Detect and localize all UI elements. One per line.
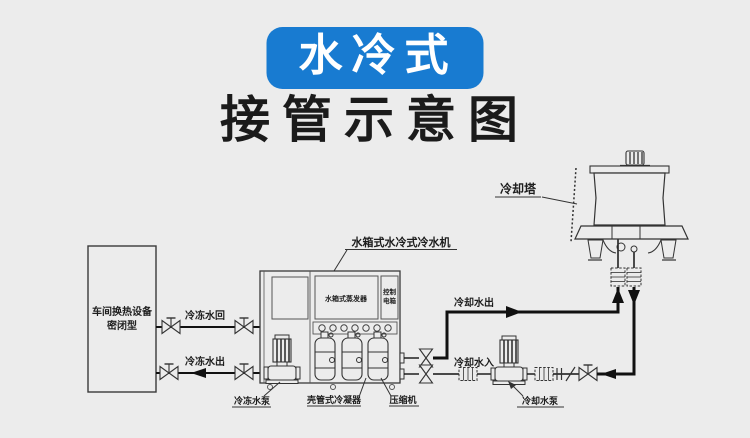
flex-connector-icon	[458, 367, 478, 381]
caster-icon	[330, 384, 336, 390]
tower-ladder	[570, 167, 577, 243]
terminal-icon	[384, 324, 392, 332]
chilled-water-piping: 冷冻水回 冷冻水出	[156, 309, 260, 381]
compressor-cylinder	[367, 331, 389, 381]
workshop-box-label-line2: 密闭型	[107, 319, 137, 332]
caster-icon	[389, 384, 395, 390]
terminal-icon	[373, 324, 381, 332]
caster-icon	[267, 384, 273, 390]
cooling-tower-label: 冷却塔	[500, 181, 537, 196]
tower-leg	[587, 239, 604, 259]
terminal-icon	[329, 324, 337, 332]
leader-line	[263, 381, 281, 397]
page-title: 接管示意图	[220, 91, 530, 149]
flow-arrow-right-icon	[506, 306, 522, 318]
tower-leg	[660, 239, 677, 259]
title-badge: 水冷式	[266, 27, 484, 90]
valve-icon	[418, 348, 434, 368]
tower-outlet-port	[630, 245, 638, 253]
evaporator-box	[314, 275, 379, 320]
workshop-equipment-box: 车间换热设备 密闭型	[87, 245, 157, 393]
chiller-unit: 水箱式蒸发器 控制 电箱 水箱式水冷式冷水机	[232, 235, 457, 408]
tower-drain	[616, 242, 626, 252]
chilled-pump-label: 冷冻水泵	[234, 395, 271, 407]
valve-icon	[234, 317, 254, 335]
tower-top-rim	[589, 165, 670, 174]
leader-arrow-icon	[508, 381, 516, 389]
compressor-cylinder	[314, 331, 336, 381]
chilled-supply-label: 冷冻水出	[185, 355, 225, 368]
control-cabinet-label-1: 控制	[383, 287, 397, 296]
control-cabinet-label-2: 电箱	[383, 296, 397, 305]
leader-line	[511, 384, 524, 397]
chilled-return-label: 冷冻水回	[185, 309, 225, 322]
leader-line	[541, 196, 578, 205]
flex-connector-icon	[534, 367, 554, 381]
workshop-box-label-line1: 车间换热设备	[92, 305, 153, 318]
leader-line	[380, 377, 392, 397]
condenser-label: 壳管式冷凝器	[306, 394, 362, 406]
flow-arrow-up-icon	[612, 288, 624, 303]
valve-icon	[234, 363, 254, 381]
valve-icon	[159, 363, 179, 381]
flange	[399, 352, 405, 364]
cooling-in-label: 冷却水入	[454, 356, 494, 369]
leader-line	[358, 377, 367, 398]
tower-basin	[574, 225, 689, 240]
workshop-box-outline	[87, 245, 157, 393]
chiller-title-label: 水箱式水冷式冷水机	[352, 235, 451, 249]
tower-fan-motor	[625, 150, 645, 166]
leader-line	[333, 249, 348, 272]
flex-connector-icon	[626, 267, 642, 287]
flex-connector-icon	[610, 267, 626, 287]
valve-icon	[418, 364, 434, 384]
terminal-icon	[340, 324, 348, 332]
terminal-icon	[318, 324, 326, 332]
evaporator-label: 水箱式蒸发器	[325, 294, 368, 303]
compressor-label: 压缩机	[389, 394, 416, 406]
cooling-out-label: 冷却水出	[454, 296, 494, 309]
valve-icon	[161, 317, 181, 335]
cooling-out-pipe	[433, 287, 620, 360]
flow-arrow-left-icon	[191, 368, 206, 378]
cooling-water-pump	[490, 335, 528, 386]
flow-arrow-down-icon	[628, 290, 640, 305]
flange	[399, 368, 405, 380]
tower-body	[593, 172, 666, 226]
control-cabinet	[380, 275, 399, 320]
check-valve-icon	[565, 366, 576, 382]
cooling-pump-label: 冷却水泵	[522, 395, 559, 407]
valve-icon	[578, 364, 598, 382]
water-tank	[271, 276, 309, 320]
flow-arrow-left-icon	[601, 369, 616, 379]
terminal-icon	[362, 324, 370, 332]
terminal-icon	[351, 324, 359, 332]
compressor-cylinder	[341, 331, 363, 381]
cooling-tower: 冷却塔	[495, 150, 689, 261]
